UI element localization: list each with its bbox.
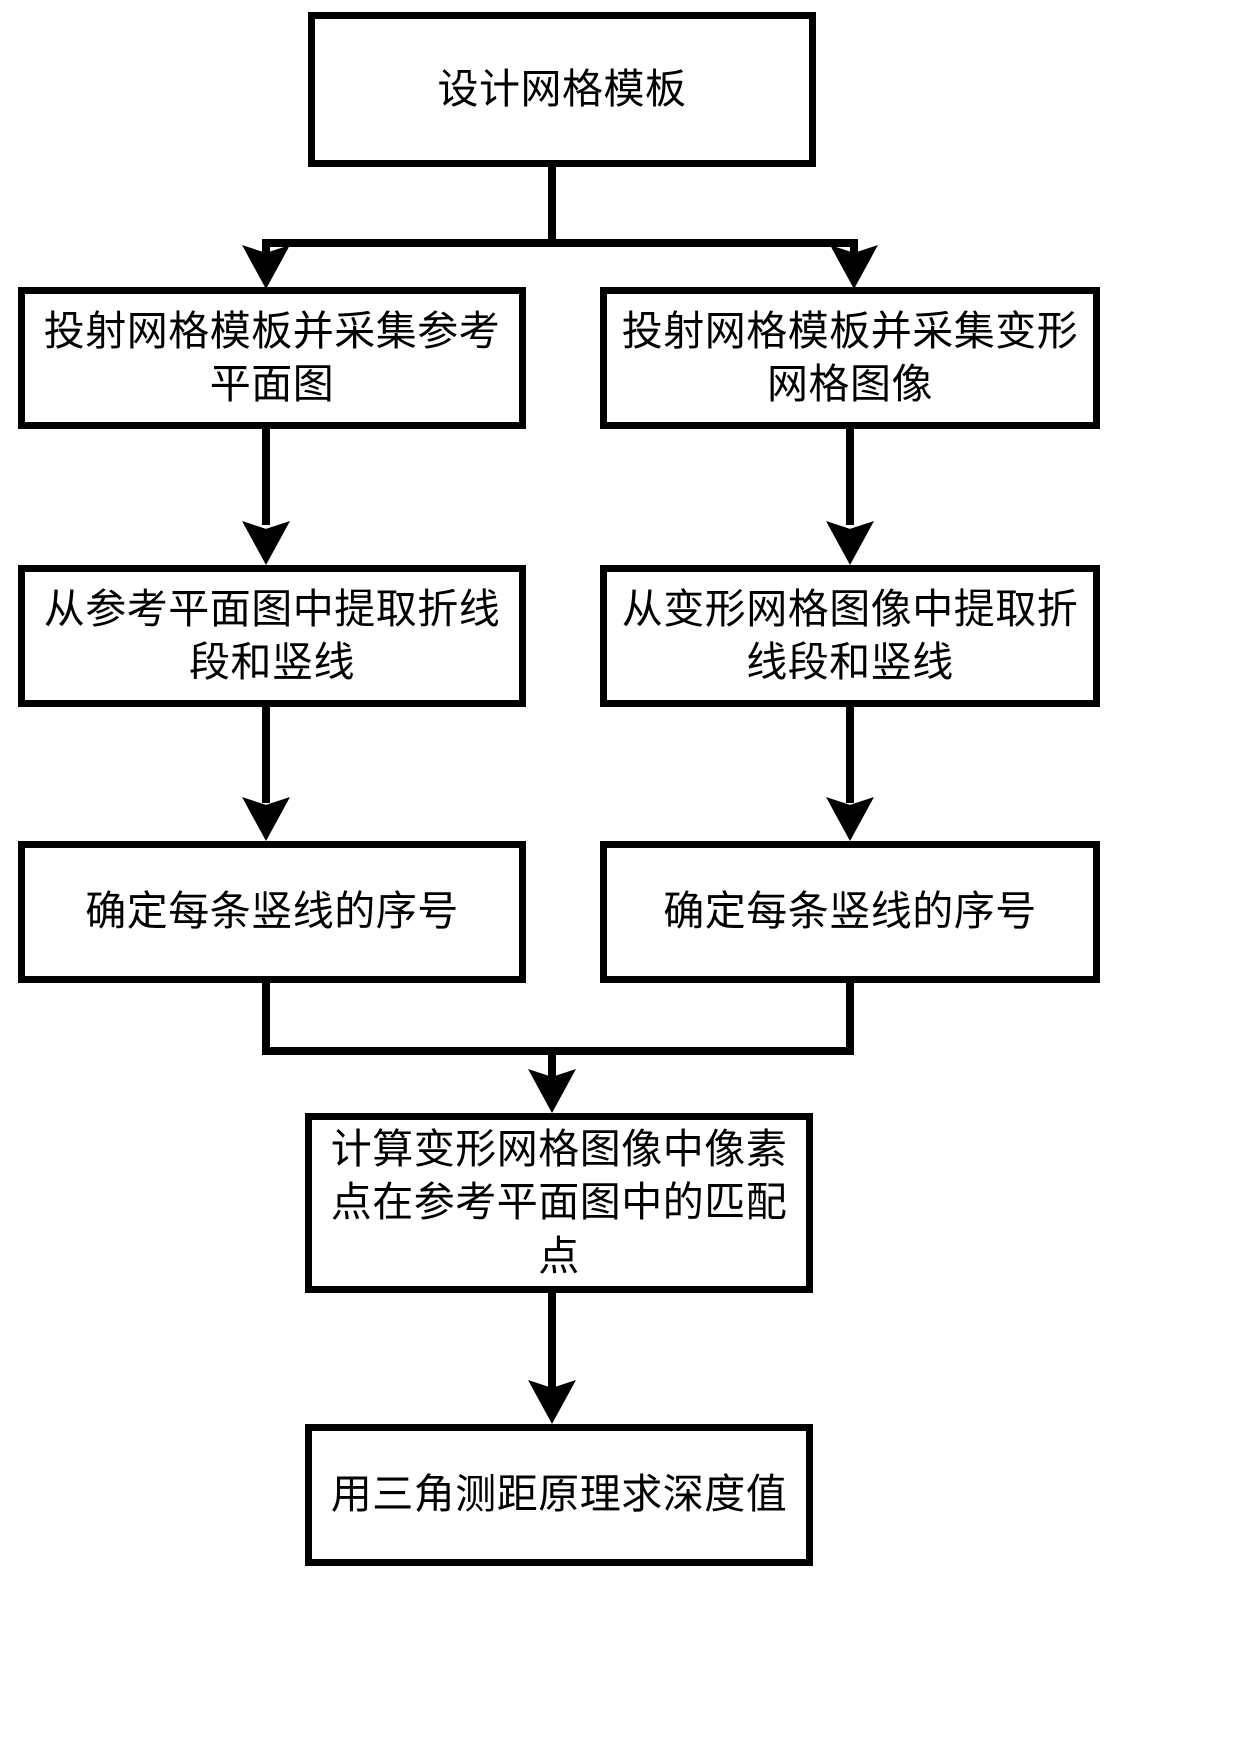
edge-indexdef-to-merge — [846, 983, 854, 1055]
node-extract-from-reference-plane[interactable]: 从参考平面图中提取折线段和竖线 — [18, 565, 526, 707]
node-determine-vertical-line-index-deformed[interactable]: 确定每条竖线的序号 — [600, 841, 1100, 983]
node-compute-matching-points[interactable]: 计算变形网格图像中像素点在参考平面图中的匹配点 — [305, 1113, 813, 1293]
node-label: 设计网格模板 — [437, 64, 687, 113]
edge-bus-to-proj-ref-stem — [262, 239, 270, 265]
node-compute-depth-by-triangulation[interactable]: 用三角测距原理求深度值 — [305, 1424, 813, 1566]
node-project-capture-deformed-grid[interactable]: 投射网格模板并采集变形网格图像 — [600, 287, 1100, 429]
node-label: 用三角测距原理求深度值 — [330, 1470, 788, 1519]
edge-extractdef-to-indexdef — [846, 707, 854, 803]
arrowhead-to-index-def — [826, 797, 874, 841]
arrowhead-to-extract-def — [826, 521, 874, 565]
node-extract-from-deformed-grid[interactable]: 从变形网格图像中提取折线段和竖线 — [600, 565, 1100, 707]
node-label: 投射网格模板并采集变形网格图像 — [621, 306, 1079, 408]
edge-split-bus — [262, 239, 858, 247]
arrowhead-to-index-ref — [242, 797, 290, 841]
edge-extractref-to-indexref — [262, 707, 270, 803]
edge-bus-to-proj-def-stem — [850, 239, 858, 265]
node-label: 确定每条竖线的序号 — [85, 887, 459, 936]
edge-merge-to-match — [548, 1047, 556, 1081]
node-label: 从变形网格图像中提取折线段和竖线 — [621, 584, 1079, 686]
edge-design-to-bus — [548, 167, 556, 243]
arrowhead-to-extract-ref — [242, 521, 290, 565]
node-determine-vertical-line-index-reference[interactable]: 确定每条竖线的序号 — [18, 841, 526, 983]
edge-projdef-to-extractdef — [846, 429, 854, 525]
node-project-capture-reference-plane[interactable]: 投射网格模板并采集参考平面图 — [18, 287, 526, 429]
edge-indexref-to-merge — [262, 983, 270, 1055]
node-label: 计算变形网格图像中像素点在参考平面图中的匹配点 — [330, 1125, 788, 1280]
edge-projref-to-extractref — [262, 429, 270, 525]
edge-match-to-depth — [548, 1293, 556, 1389]
edge-merge-bus — [262, 1047, 854, 1055]
node-label: 从参考平面图中提取折线段和竖线 — [43, 584, 501, 686]
node-label: 投射网格模板并采集参考平面图 — [43, 306, 501, 408]
node-label: 确定每条竖线的序号 — [663, 887, 1037, 936]
node-design-grid-template[interactable]: 设计网格模板 — [308, 12, 816, 167]
